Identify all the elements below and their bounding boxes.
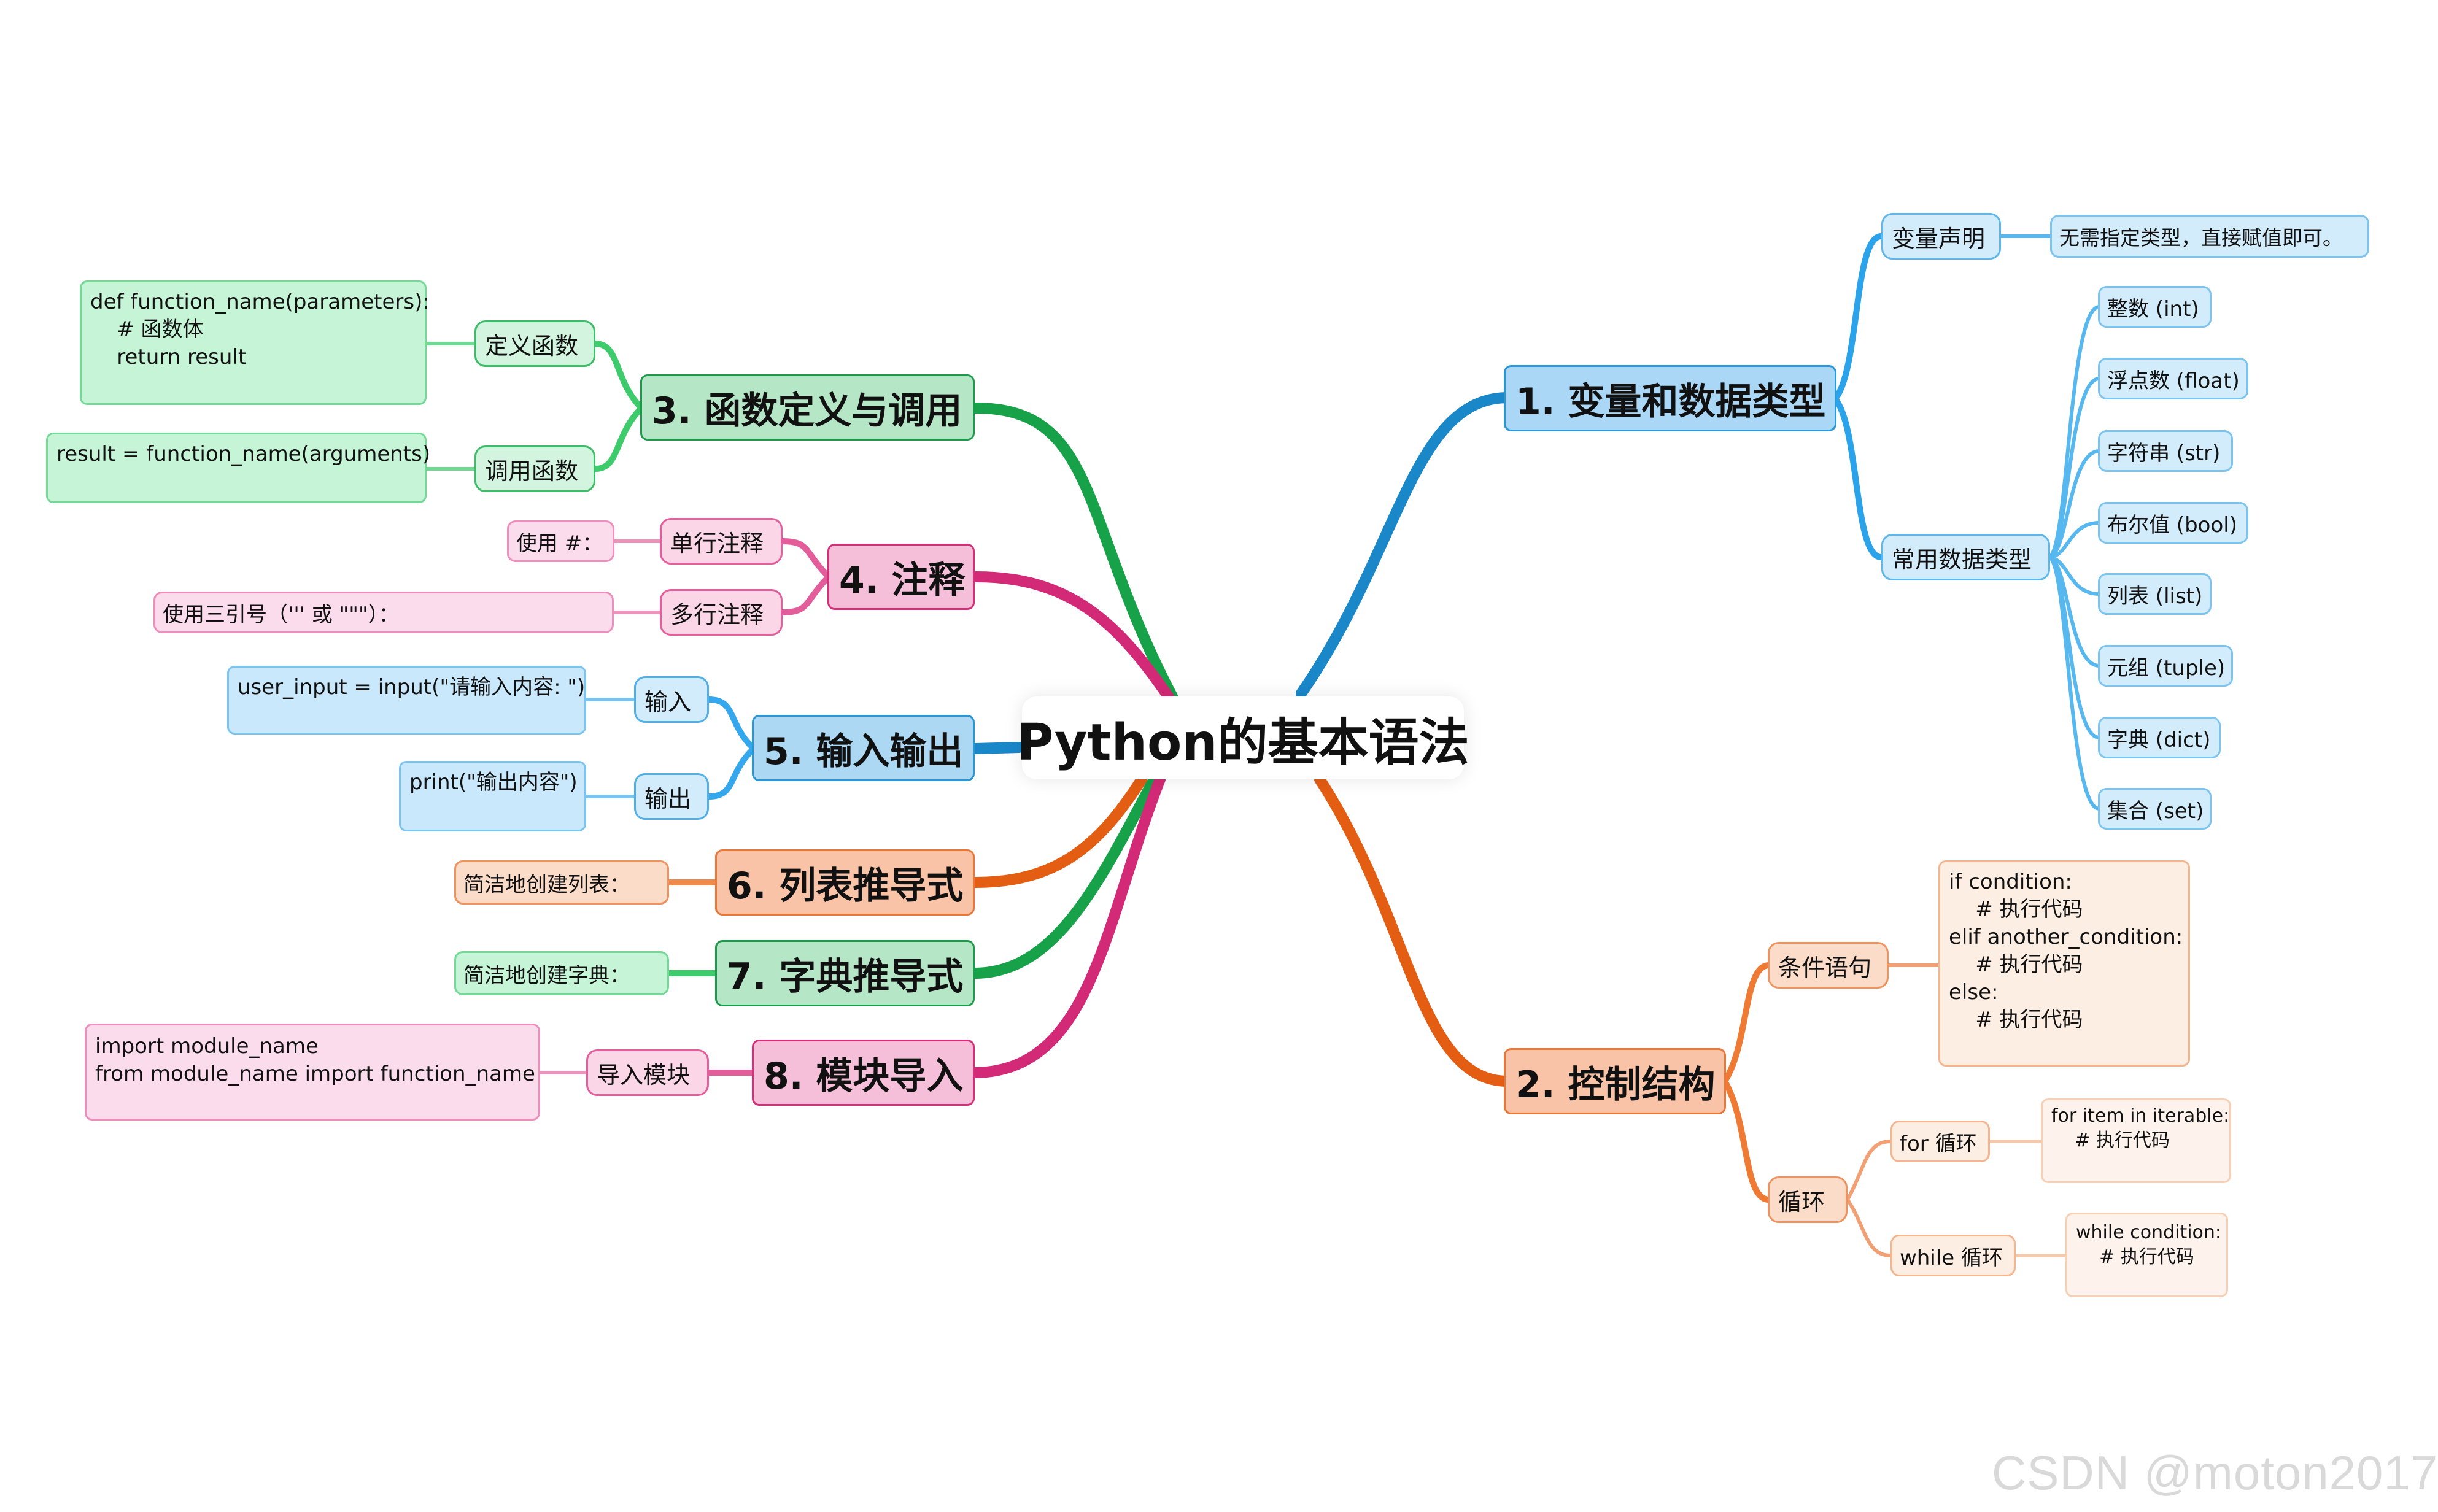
link-root-b3 — [970, 403, 1178, 702]
code-call-function[interactable]: result = function_name(arguments) — [46, 433, 430, 503]
node-loops[interactable]: 循环 — [1768, 1176, 1848, 1223]
type-bool[interactable]: 布尔值 (bool) — [2098, 502, 2248, 544]
node-multi-line-comment[interactable]: 多行注释 — [660, 589, 783, 636]
branch-input-output[interactable]: 5. 输入输出 — [752, 715, 975, 781]
link-root-b4 — [970, 571, 1178, 708]
watermark: CSDN @moton2017 — [1992, 1446, 2438, 1500]
node-common-data-types[interactable]: 常用数据类型 — [1881, 534, 2050, 580]
link-b5-input — [706, 696, 757, 752]
node-call-function[interactable]: 调用函数 — [474, 446, 595, 492]
link-b2-cond — [1722, 962, 1772, 1084]
node-single-line-comment[interactable]: 单行注释 — [660, 518, 783, 565]
branch-variables-and-types[interactable]: 1. 变量和数据类型 — [1504, 365, 1836, 431]
link-b5-output — [706, 746, 757, 800]
note-dict-comprehension[interactable]: 简洁地创建字典： — [454, 951, 669, 995]
link-b1-decl — [1832, 233, 1884, 402]
branch-function-definition-and-call[interactable]: 3. 函数定义与调用 — [640, 374, 975, 441]
link-b2-loop — [1722, 1078, 1772, 1203]
link-b4-multi — [780, 574, 832, 615]
node-conditional-statements[interactable]: 条件语句 — [1768, 942, 1889, 989]
links-types — [2047, 305, 2101, 811]
type-str[interactable]: 字符串 (str) — [2098, 430, 2233, 472]
link-root-b8 — [970, 774, 1166, 1078]
node-import-module[interactable]: 导入模块 — [586, 1049, 709, 1096]
type-float[interactable]: 浮点数 (float) — [2098, 358, 2248, 399]
type-tuple[interactable]: 元组 (tuple) — [2098, 645, 2233, 687]
link-root-b1 — [1296, 392, 1512, 699]
type-list[interactable]: 列表 (list) — [2098, 573, 2212, 615]
link-loop-while — [1846, 1198, 1892, 1257]
type-dict[interactable]: 字典 (dict) — [2098, 717, 2221, 758]
type-int[interactable]: 整数 (int) — [2098, 286, 2212, 328]
node-output[interactable]: 输出 — [634, 773, 709, 820]
link-root-b7 — [970, 774, 1159, 979]
link-root-b6 — [970, 774, 1147, 888]
code-import-module[interactable]: import module_name from module_name impo… — [85, 1024, 540, 1120]
type-set[interactable]: 集合 (set) — [2098, 788, 2212, 830]
node-while-loop[interactable]: while 循环 — [1890, 1235, 2016, 1276]
link-b1-types — [1832, 396, 1884, 560]
link-loop-for — [1846, 1140, 1892, 1202]
branch-list-comprehension[interactable]: 6. 列表推导式 — [715, 849, 975, 916]
node-variable-declaration[interactable]: 变量声明 — [1881, 213, 2001, 260]
code-input[interactable]: user_input = input("请输入内容: ") — [227, 666, 586, 735]
link-b3-define — [592, 341, 644, 411]
link-b3-call — [592, 405, 644, 472]
code-for-loop[interactable]: for item in iterable: # 执行代码 — [2041, 1098, 2231, 1183]
branch-comments[interactable]: 4. 注释 — [827, 544, 975, 610]
branch-dict-comprehension[interactable]: 7. 字典推导式 — [715, 940, 975, 1006]
root-topic[interactable]: Python的基本语法 — [1016, 696, 1469, 779]
node-for-loop[interactable]: for 循环 — [1890, 1120, 1990, 1162]
note-multi-line-comment[interactable]: 使用三引号（''' 或 """）： — [153, 592, 614, 633]
branch-control-structures[interactable]: 2. 控制结构 — [1504, 1048, 1726, 1114]
note-variable-declaration[interactable]: 无需指定类型，直接赋值即可。 — [2050, 215, 2369, 258]
code-output[interactable]: print("输出内容") — [399, 761, 586, 831]
code-define-function[interactable]: def function_name(parameters): # 函数体 ret… — [80, 280, 430, 405]
branch-module-import[interactable]: 8. 模块导入 — [752, 1040, 975, 1106]
node-define-function[interactable]: 定义函数 — [474, 320, 595, 367]
link-root-b2 — [1314, 774, 1512, 1087]
note-single-line-comment[interactable]: 使用 #： — [507, 520, 614, 562]
node-input[interactable]: 输入 — [634, 676, 709, 723]
link-b4-single — [780, 538, 832, 580]
code-conditional[interactable]: if condition: # 执行代码 elif another_condit… — [1938, 860, 2190, 1066]
link-root-b5 — [970, 742, 1024, 754]
note-list-comprehension[interactable]: 简洁地创建列表： — [454, 860, 669, 904]
code-while-loop[interactable]: while condition: # 执行代码 — [2065, 1213, 2228, 1297]
